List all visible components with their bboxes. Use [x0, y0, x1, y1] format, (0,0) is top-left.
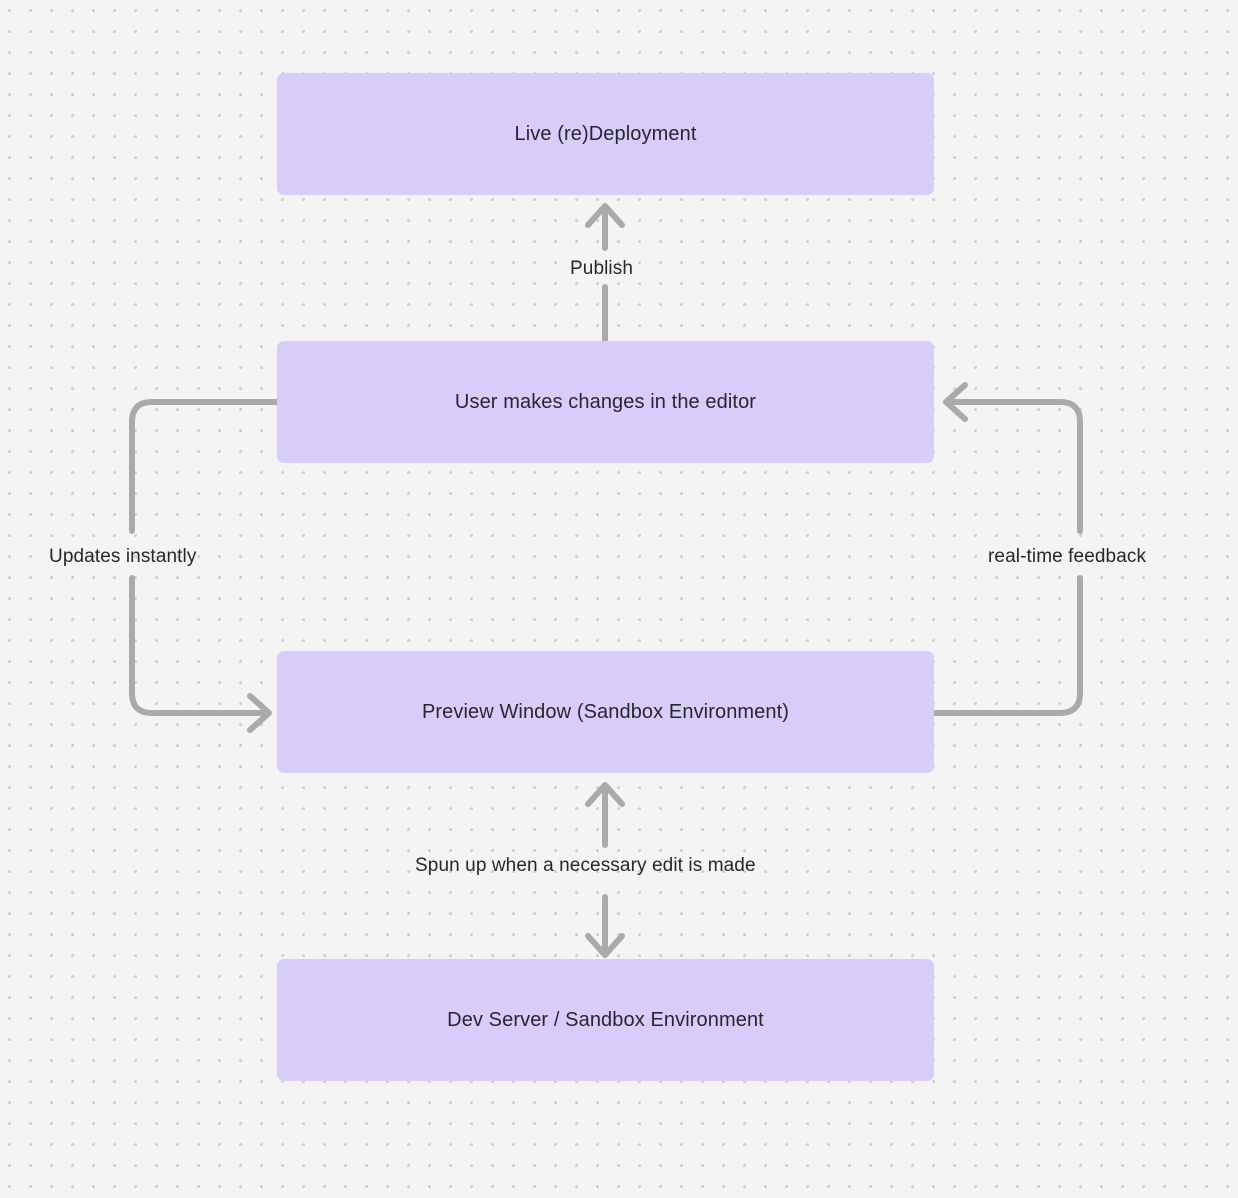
- arrowhead-up-publish: [585, 203, 625, 228]
- arrowhead-up-spun: [585, 782, 625, 807]
- edge-label-publish: Publish: [570, 258, 634, 279]
- node-label: Dev Server / Sandbox Environment: [447, 1008, 764, 1031]
- edge-label-updates-instantly: Updates instantly: [49, 546, 197, 567]
- arrowhead-left-feedback: [943, 382, 968, 422]
- node-label: User makes changes in the editor: [454, 390, 757, 413]
- node-label: Live (re)Deployment: [514, 122, 697, 145]
- arrowhead-down-spun: [585, 933, 625, 958]
- edge-label-spun-up: Spun up when a necessary edit is made: [415, 855, 756, 876]
- node-live-deployment[interactable]: Live (re)Deployment: [277, 73, 934, 195]
- node-dev-server[interactable]: Dev Server / Sandbox Environment: [277, 959, 934, 1081]
- edge-label-real-time-feedback: real-time feedback: [988, 546, 1147, 567]
- node-label: Preview Window (Sandbox Environment): [421, 700, 790, 723]
- node-preview-window[interactable]: Preview Window (Sandbox Environment): [277, 651, 934, 773]
- arrowhead-right-updates: [247, 693, 272, 733]
- node-user-edit[interactable]: User makes changes in the editor: [277, 341, 934, 463]
